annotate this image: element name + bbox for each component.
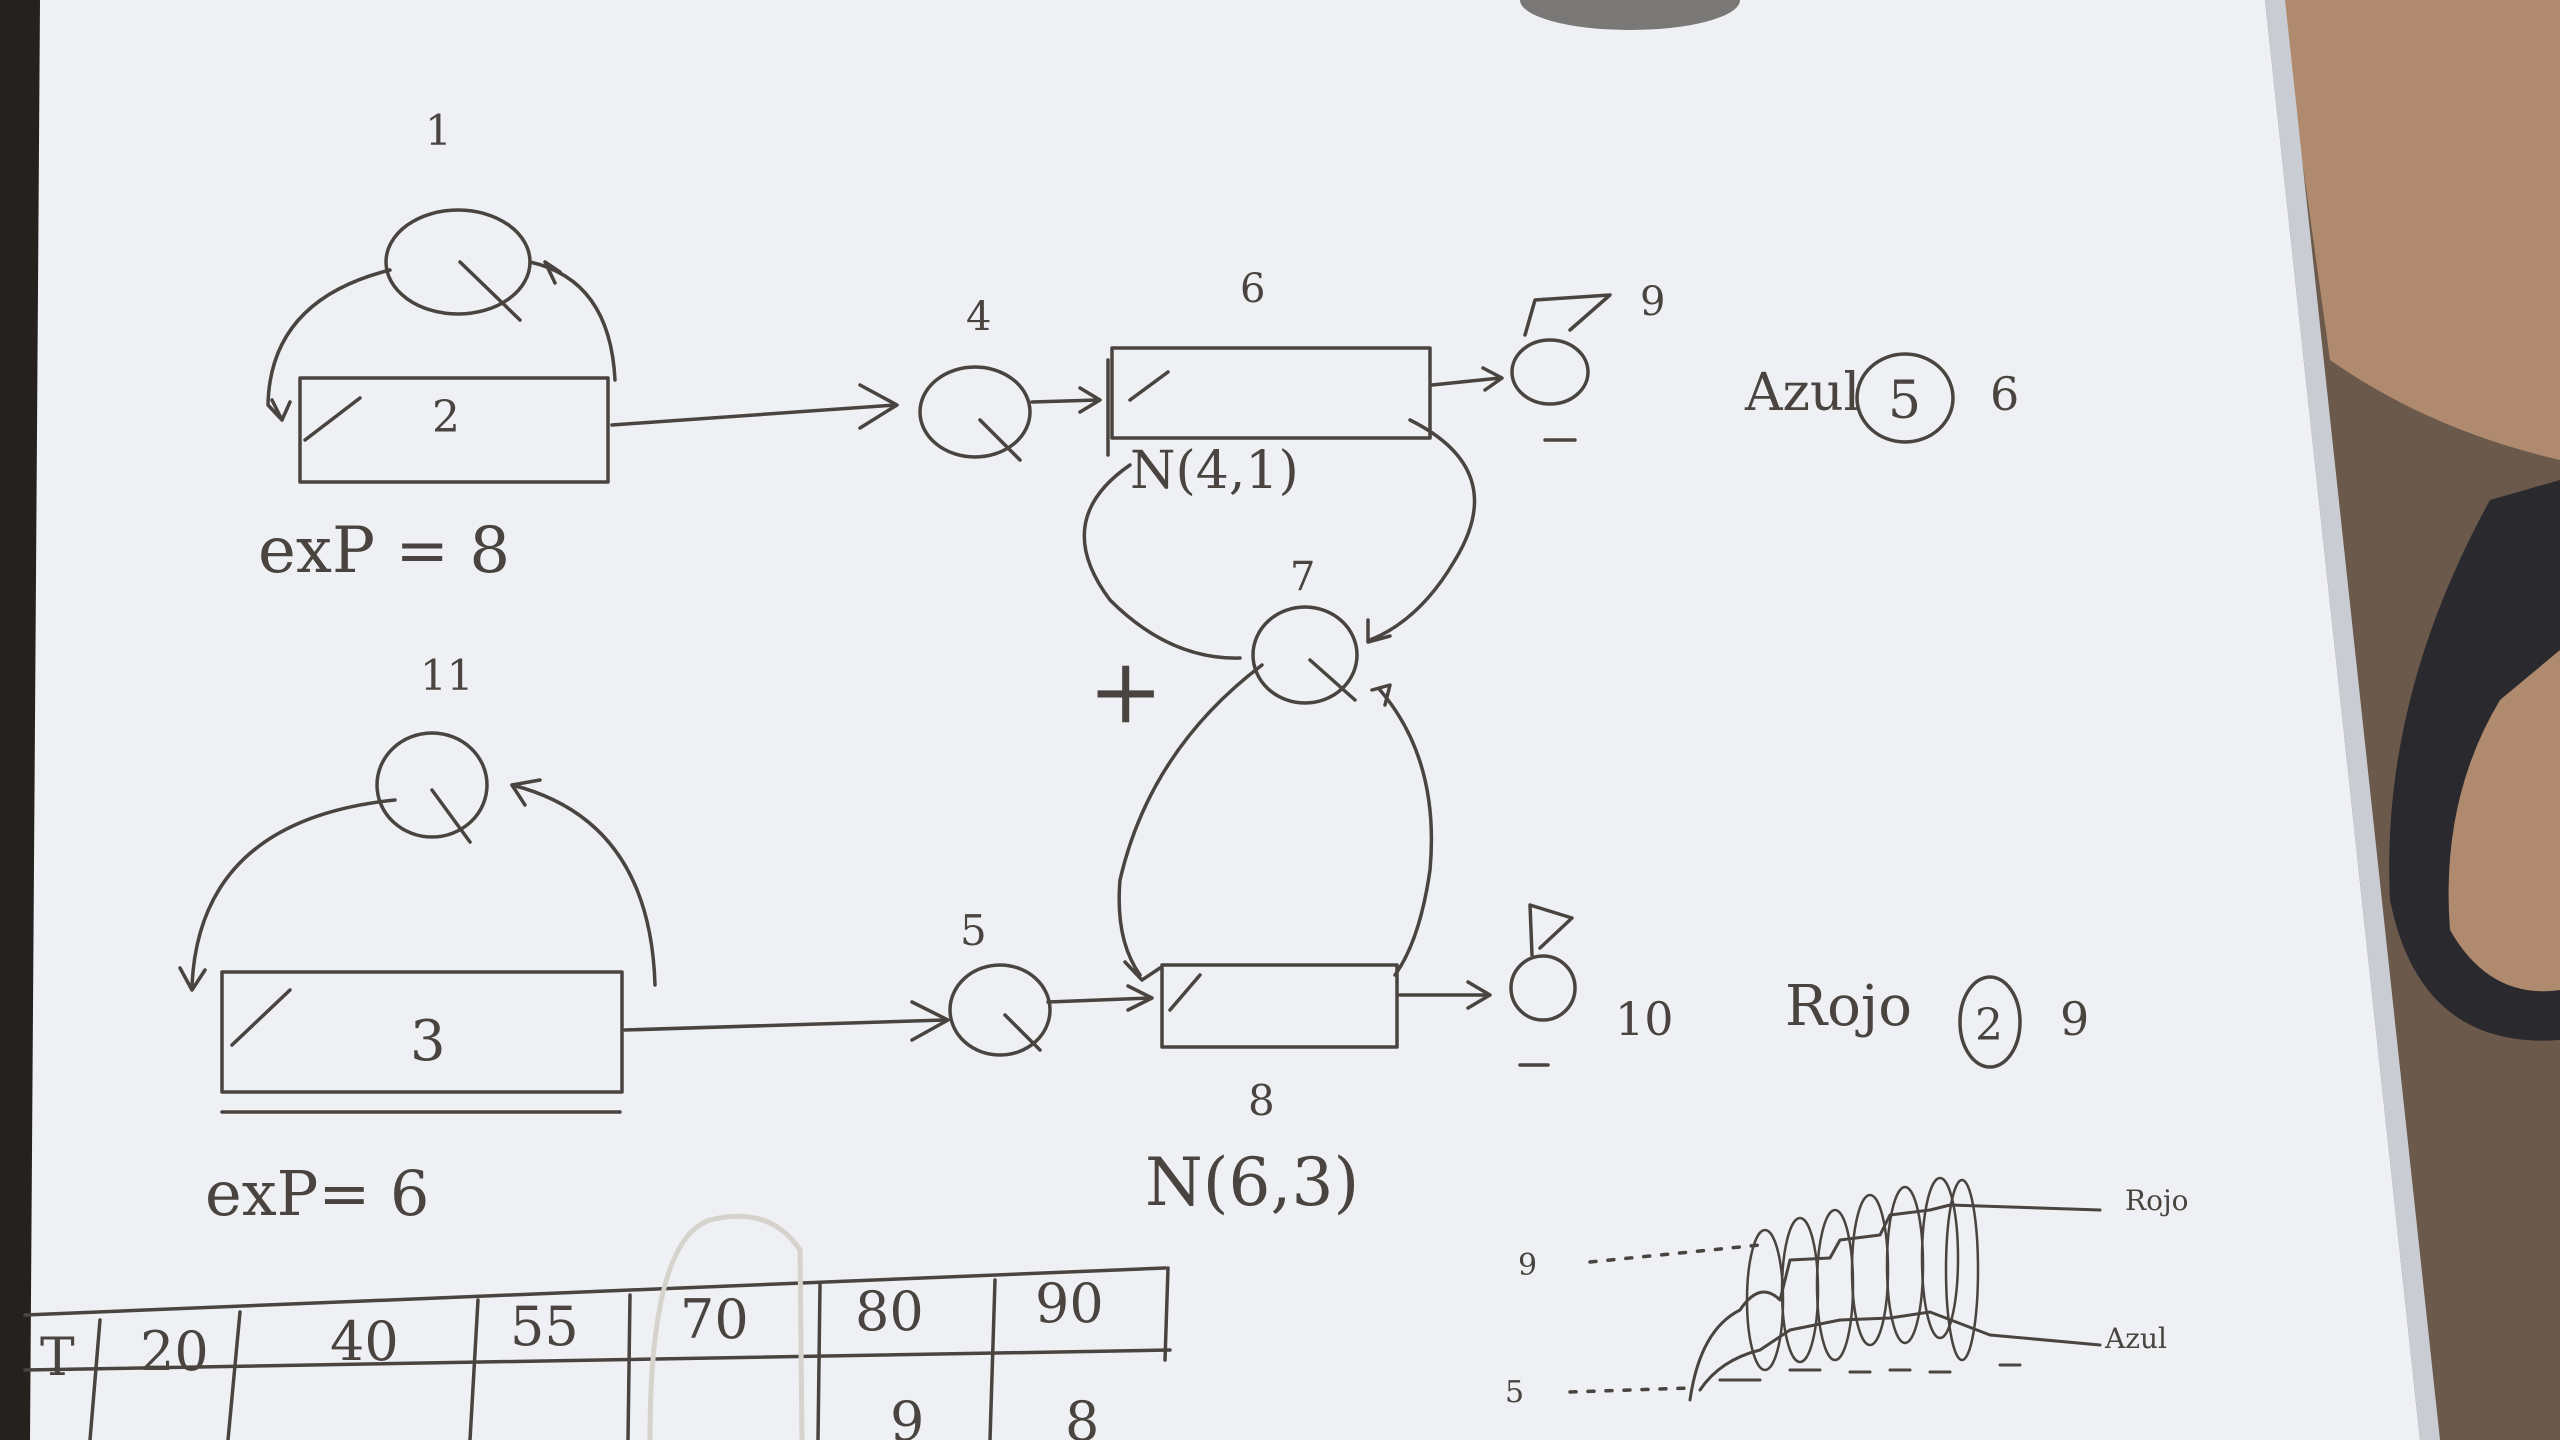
top-sink-extra: 6: [1990, 367, 2019, 421]
object-shadow: [1520, 0, 1740, 30]
top-sink-circled-value: 5: [1888, 371, 1921, 431]
bottom-source-number: 11: [420, 651, 473, 700]
leg-skin: [2280, 0, 2560, 460]
graph-y-label-bottom: 5: [1505, 1375, 1524, 1410]
graph-series-azul: Azul: [2104, 1322, 2167, 1355]
bottom-queue-box: [220, 970, 624, 1094]
labels: 1 2 exP = 8 4 6 N(4,1) 9 Azul 5 6 7 + 11…: [40, 106, 2188, 1440]
top-activity-number: 6: [1240, 266, 1265, 312]
top-source-number: 1: [425, 106, 452, 155]
top-sink-circled-marker: [1855, 352, 1955, 444]
table-header-6: 90: [1035, 1272, 1104, 1335]
bottom-source-exp: exP= 6: [205, 1157, 429, 1230]
diagram-ink: [23, 208, 2102, 1440]
bottom-queue-number: 3: [410, 1009, 446, 1074]
top-activity-box: [1110, 346, 1432, 440]
bottom-activity-distribution: N(6,3): [1145, 1144, 1359, 1221]
table-top-line: [23, 1266, 1167, 1317]
bottom-source-circle: [375, 731, 489, 839]
paper-edge: [2265, 0, 2440, 1440]
table-header-1: 20: [140, 1320, 209, 1383]
bottom-sink-circle: [1509, 954, 1577, 1022]
middle-plus-sign: +: [1088, 639, 1163, 744]
table-value-5: 9: [890, 1390, 924, 1440]
bottom-server-number: 5: [960, 906, 987, 955]
top-sink-label: Azul: [1744, 363, 1860, 423]
table-value-6: 8: [1065, 1390, 1099, 1440]
middle-resource-number: 7: [1290, 554, 1315, 600]
foot-skin: [2448, 650, 2560, 992]
bottom-server-circle: [948, 963, 1052, 1057]
top-sink-number: 9: [1640, 279, 1665, 325]
bottom-sink-extra: 9: [2060, 992, 2089, 1046]
paper-sheet: [30, 0, 2420, 1440]
table-header-5: 80: [855, 1280, 924, 1343]
top-activity-distribution: N(4,1): [1130, 441, 1299, 501]
top-server-number: 4: [966, 294, 991, 340]
bottom-activity-box: [1160, 963, 1399, 1049]
bottom-sink-circled-marker: [1958, 975, 2022, 1069]
bottom-sink-label: Rojo: [1785, 974, 1912, 1039]
table-header-2: 40: [330, 1310, 399, 1373]
middle-resource-circle: [1251, 605, 1359, 705]
table-mid-line: [23, 1348, 1172, 1372]
graph-y-label-top: 9: [1518, 1248, 1537, 1283]
bottom-sink-number: 10: [1615, 992, 1674, 1046]
top-queue-box: [298, 376, 610, 484]
table-first-header: T: [40, 1328, 75, 1388]
top-server-circle: [918, 365, 1032, 459]
top-sink-circle: [1510, 338, 1590, 406]
top-queue-number: 2: [432, 392, 460, 443]
table-header-4: 70: [680, 1288, 749, 1351]
bottom-sink-circled-value: 2: [1975, 1000, 2003, 1051]
graph-series-rojo: Rojo: [2125, 1184, 2188, 1217]
top-source-exp: exP = 8: [258, 514, 510, 588]
table-header-3: 55: [510, 1295, 579, 1358]
bottom-activity-number: 8: [1248, 1076, 1275, 1125]
